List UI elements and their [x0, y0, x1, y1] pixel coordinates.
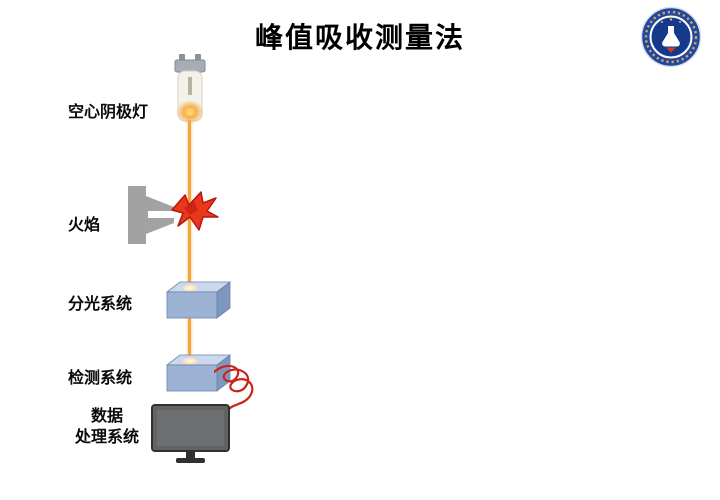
light-beam-upper — [188, 120, 191, 284]
spectrometer-label: 分光系统 — [68, 296, 133, 313]
detector-box-icon — [165, 354, 232, 392]
data-processing-label: 数据 处理系统 — [72, 406, 142, 448]
flame-label: 火焰 — [68, 217, 101, 234]
burner-flame-icon — [128, 186, 219, 244]
spectrometer-box-icon — [165, 281, 232, 319]
lamp-label: 空心阴极灯 — [68, 104, 149, 121]
data-processing-label-line1: 数据 — [90, 408, 123, 425]
signal-cable-icon — [214, 364, 254, 412]
detector-label: 检测系统 — [68, 370, 133, 387]
data-processing-label-line2: 处理系统 — [74, 429, 139, 446]
flask-emblem-icon — [662, 26, 680, 47]
light-beam-lower — [188, 318, 191, 358]
computer-monitor-icon — [151, 404, 230, 463]
institution-badge-icon — [640, 6, 702, 68]
hollow-cathode-lamp-icon — [174, 54, 206, 124]
page-title: 峰值吸收测量法 — [254, 22, 465, 53]
